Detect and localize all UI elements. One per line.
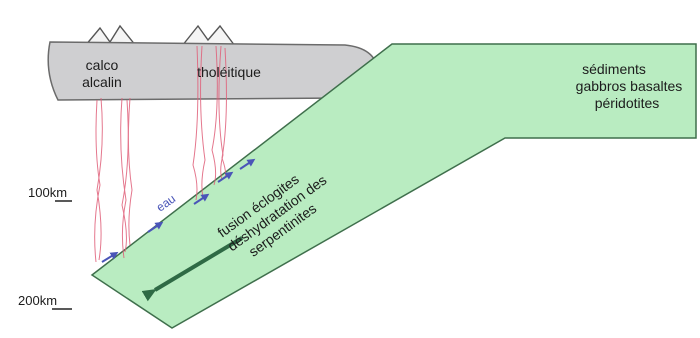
- depth-label-200km: 200km: [18, 293, 57, 308]
- label-sediments: sédiments: [582, 61, 646, 77]
- label-tholeitique: tholéitique: [197, 64, 261, 80]
- label-calco: calco: [86, 57, 119, 73]
- label-alcalin: alcalin: [82, 74, 122, 90]
- label-peridotites: péridotites: [595, 95, 660, 111]
- depth-label-100km: 100km: [28, 185, 67, 200]
- label-gabbros: gabbros basaltes: [576, 78, 683, 94]
